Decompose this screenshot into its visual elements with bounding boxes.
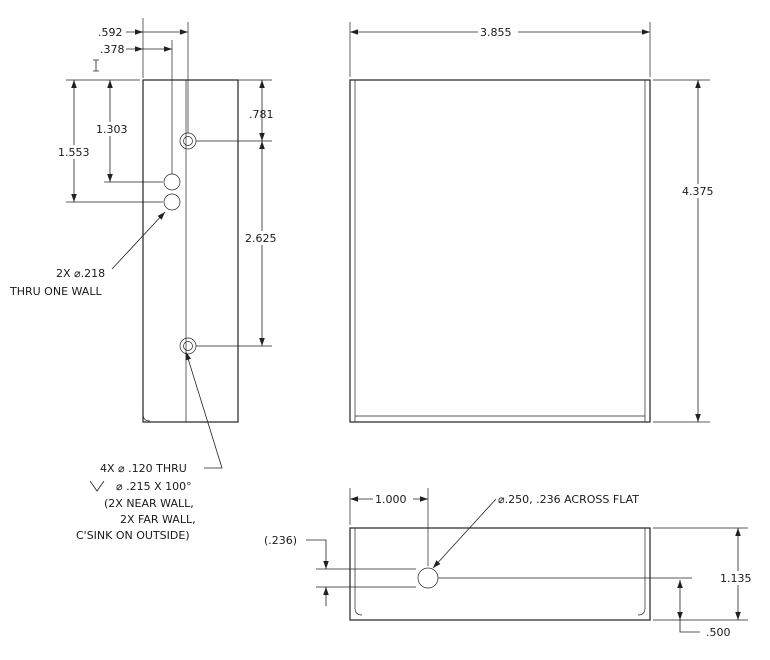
dim-1135-label: 1.135 xyxy=(720,572,752,585)
countersink-symbol xyxy=(89,480,105,492)
front-view: 3.855 4.375 xyxy=(349,22,718,423)
dim-1000-label-bg xyxy=(373,492,413,506)
bottom-view-outline xyxy=(349,527,651,621)
bottom-view: 1.000 ⌀.250, .236 ACROSS FLAT (.236) 1.1… xyxy=(264,488,758,639)
side-view-fillet xyxy=(142,413,151,422)
leader-218 xyxy=(111,211,166,270)
dim-1135-label-bg xyxy=(718,571,758,585)
note-218-line1: 2X ⌀.218 xyxy=(56,267,105,280)
countersink-hole-top xyxy=(179,132,197,150)
note-120-line5: C'SINK ON OUTSIDE) xyxy=(76,529,190,542)
note-120-line3: (2X NEAR WALL, xyxy=(104,497,194,510)
note-120-line1: 4X ⌀ .120 THRU xyxy=(100,462,187,475)
hole-218-lower xyxy=(163,193,181,211)
surface-mark xyxy=(93,59,99,72)
dim-2625-label: 2.625 xyxy=(245,232,277,245)
dim-3855-label: 3.855 xyxy=(480,26,512,39)
note-120-line2: ⌀ .215 X 100° xyxy=(116,480,192,493)
countersink-hole-bottom xyxy=(179,337,197,355)
dim-781-label: .781 xyxy=(249,108,274,121)
dim-1303-label-bg xyxy=(94,122,132,136)
note-slot-250: ⌀.250, .236 ACROSS FLAT xyxy=(498,493,639,506)
side-view: .592 .378 1.553 1.303 .781 2.625 2X ⌀.21… xyxy=(9,18,281,542)
dim-1553-label-bg xyxy=(56,145,94,159)
dim-236-label: (.236) xyxy=(264,534,297,547)
note-120-line4: 2X FAR WALL, xyxy=(120,513,196,526)
dim-2625-label-bg xyxy=(243,231,281,245)
bottom-view-inner-left xyxy=(354,528,363,616)
leader-120 xyxy=(185,351,223,469)
dim-3855-label-bg xyxy=(478,25,518,39)
dim-4375-label: 4.375 xyxy=(682,185,714,198)
leader-250 xyxy=(432,498,497,569)
dim-1303-label: 1.303 xyxy=(96,123,128,136)
bottom-view-inner-right xyxy=(637,528,646,616)
note-218-line2: THRU ONE WALL xyxy=(9,285,102,298)
dim-4375-label-bg xyxy=(680,184,718,198)
dim-1000-label: 1.000 xyxy=(375,493,407,506)
hole-218-upper xyxy=(163,173,181,191)
dim-1553-label: 1.553 xyxy=(58,146,90,159)
side-view-outline xyxy=(142,79,239,423)
dim-378-label: .378 xyxy=(100,43,125,56)
dim-500-label: .500 xyxy=(706,626,731,639)
dim-592-label: .592 xyxy=(98,26,123,39)
slot-hole-250 xyxy=(417,567,439,589)
dim-500-leader xyxy=(679,620,700,633)
front-view-outline xyxy=(349,79,651,423)
dim-236-arrow-top xyxy=(306,539,329,569)
